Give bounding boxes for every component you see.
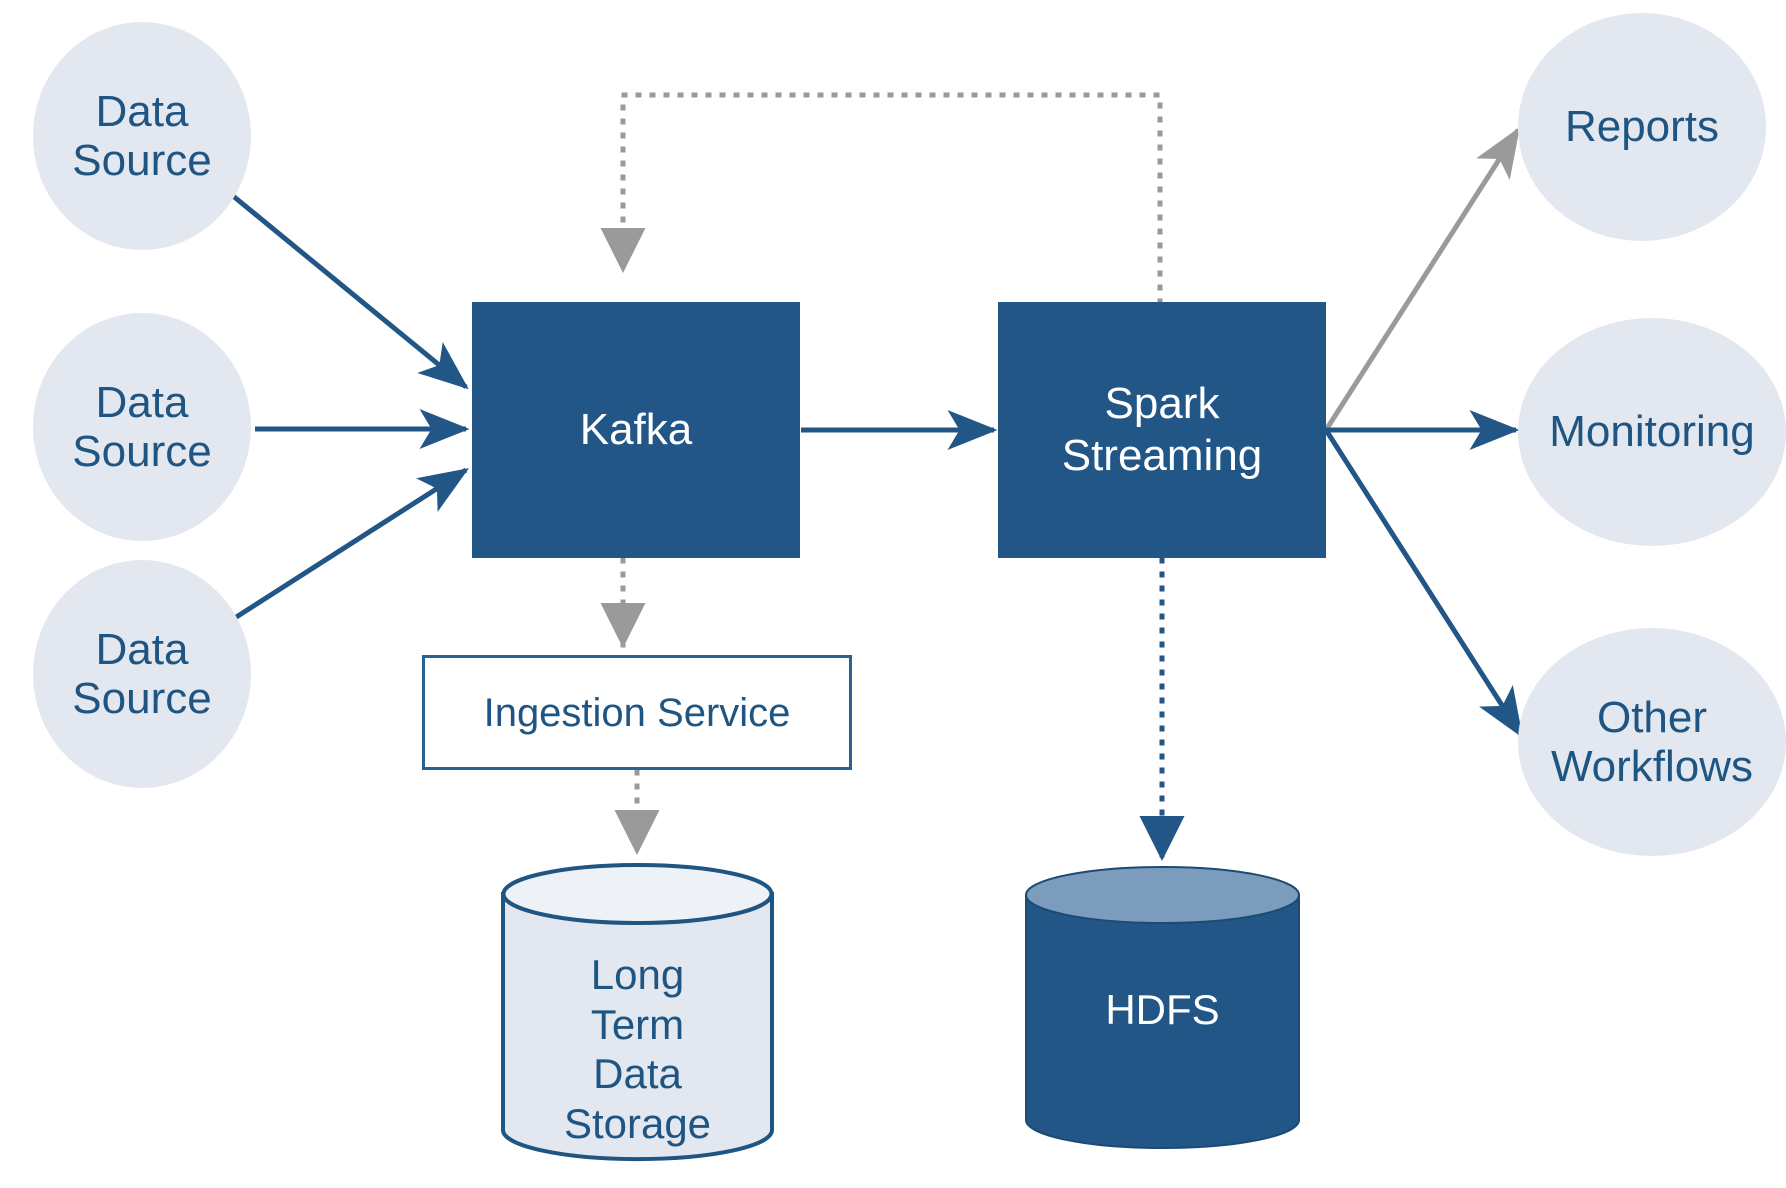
edge-spark-to-other-workflows [1323, 428, 1524, 738]
node-ingestion-service[interactable]: Ingestion Service [422, 655, 852, 770]
hdfs-shape [1025, 866, 1300, 1149]
node-monitoring[interactable]: Monitoring [1518, 318, 1786, 546]
node-kafka[interactable]: Kafka [472, 302, 800, 558]
edge-data-source-3-to-kafka [214, 467, 469, 633]
node-ingestion-service-label: Ingestion Service [483, 690, 791, 735]
node-kafka-label: Kafka [579, 405, 693, 455]
node-data-source-3[interactable]: Data Source [33, 560, 251, 788]
node-data-source-2[interactable]: Data Source [33, 313, 251, 541]
edge-spark-to-reports [1323, 127, 1521, 432]
node-long-term-data-storage[interactable]: Long Term Data Storage [500, 862, 775, 1162]
node-other-workflows[interactable]: Other Workflows [1518, 628, 1786, 856]
node-reports[interactable]: Reports [1518, 13, 1766, 241]
node-monitoring-label: Monitoring [1549, 407, 1755, 457]
node-other-workflows-label: Other Workflows [1550, 692, 1754, 791]
node-spark-streaming[interactable]: Spark Streaming [998, 302, 1326, 558]
node-spark-streaming-label: Spark Streaming [1061, 379, 1263, 480]
long-term-data-storage-shape [501, 863, 774, 1162]
node-data-source-1-label: Data Source [72, 86, 212, 185]
node-data-source-2-label: Data Source [72, 377, 212, 476]
edge-spark-to-kafka-feedback [600, 92, 1163, 305]
edge-data-source-1-to-kafka [214, 180, 469, 390]
node-hdfs[interactable]: HDFS [1025, 865, 1300, 1150]
node-data-source-3-label: Data Source [72, 624, 212, 723]
node-data-source-1[interactable]: Data Source [33, 22, 251, 250]
node-reports-label: Reports [1564, 102, 1720, 152]
